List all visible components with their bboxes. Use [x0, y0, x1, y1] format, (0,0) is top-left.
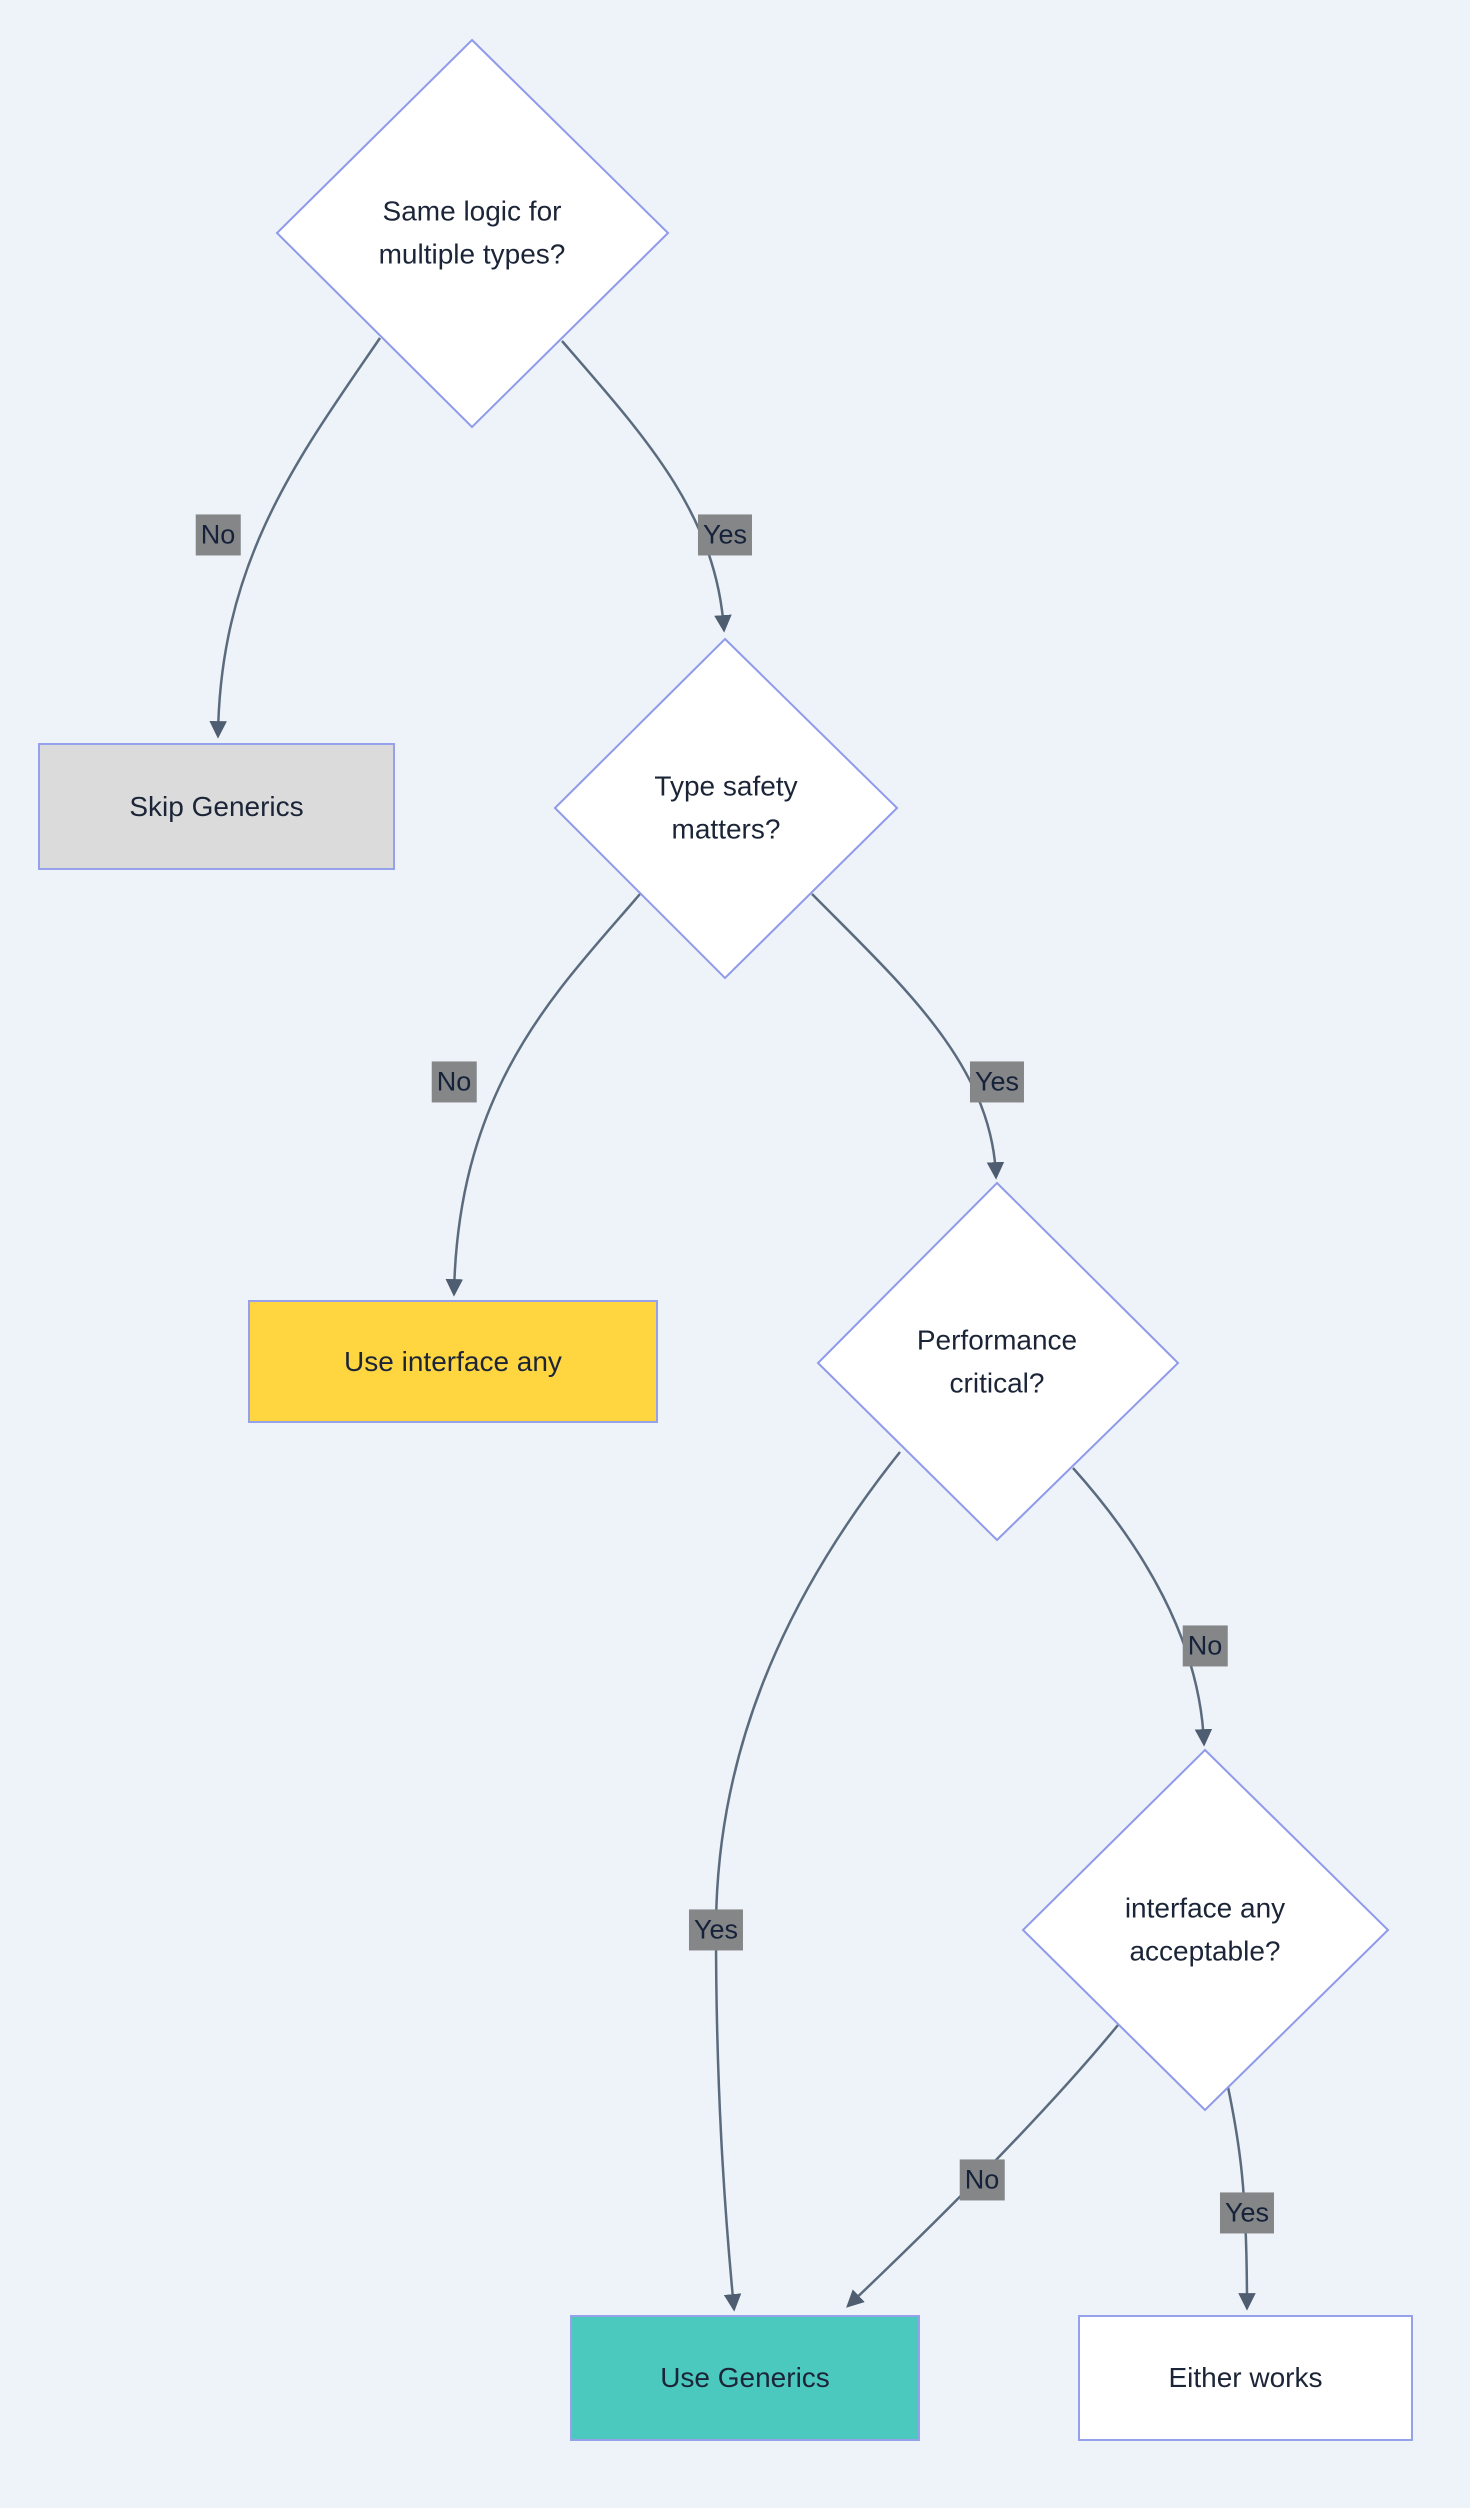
- node-use-generics: Use Generics: [570, 2315, 920, 2441]
- edge-yes-to-either-works: [1226, 2086, 1256, 2311]
- edge-no-to-skip-generics: [209, 337, 382, 739]
- node-use-interface-any-label: Use interface any: [344, 1345, 562, 1377]
- edge-label-yes-1: Yes: [697, 514, 753, 556]
- decision-type-safety-label: Type safety matters?: [654, 770, 798, 845]
- edge-yes-to-use-generics: [714, 1451, 901, 2312]
- edge-label-no-1: No: [195, 514, 241, 556]
- decision-interface-acceptable-shape: [1021, 1748, 1390, 2112]
- decision-same-logic-shape: [275, 38, 670, 429]
- decision-interface-acceptable-label: interface any acceptable?: [1124, 1892, 1286, 1967]
- edge-label-yes-3: Yes: [688, 1909, 744, 1951]
- edge-label-yes-2: Yes: [969, 1061, 1025, 1103]
- node-use-generics-label: Use Generics: [660, 2362, 830, 2393]
- decision-type-safety-shape: [553, 637, 899, 980]
- edge-no-to-interface-acceptable: [1072, 1467, 1213, 1747]
- node-skip-generics: Skip Generics: [38, 743, 395, 870]
- edge-yes-to-performance: [811, 893, 1005, 1180]
- edge-no-to-use-interface-any: [445, 893, 641, 1297]
- edge-label-yes-4: Yes: [1219, 2192, 1275, 2234]
- decision-performance-label: Performance critical?: [916, 1324, 1078, 1399]
- edge-label-no-2: No: [431, 1061, 477, 1103]
- node-either-works-label: Either works: [1168, 2362, 1323, 2393]
- node-use-interface-any: Use interface any: [248, 1300, 658, 1423]
- node-skip-generics-label: Skip Generics: [129, 790, 304, 822]
- decision-same-logic-label: Same logic for multiple types?: [378, 195, 566, 270]
- decision-performance-shape: [816, 1181, 1180, 1542]
- edge-label-no-3: No: [1182, 1625, 1228, 1667]
- node-either-works: Either works: [1078, 2315, 1413, 2441]
- edge-label-no-4: No: [959, 2159, 1005, 2201]
- edge-yes-to-type-safety: [561, 340, 732, 633]
